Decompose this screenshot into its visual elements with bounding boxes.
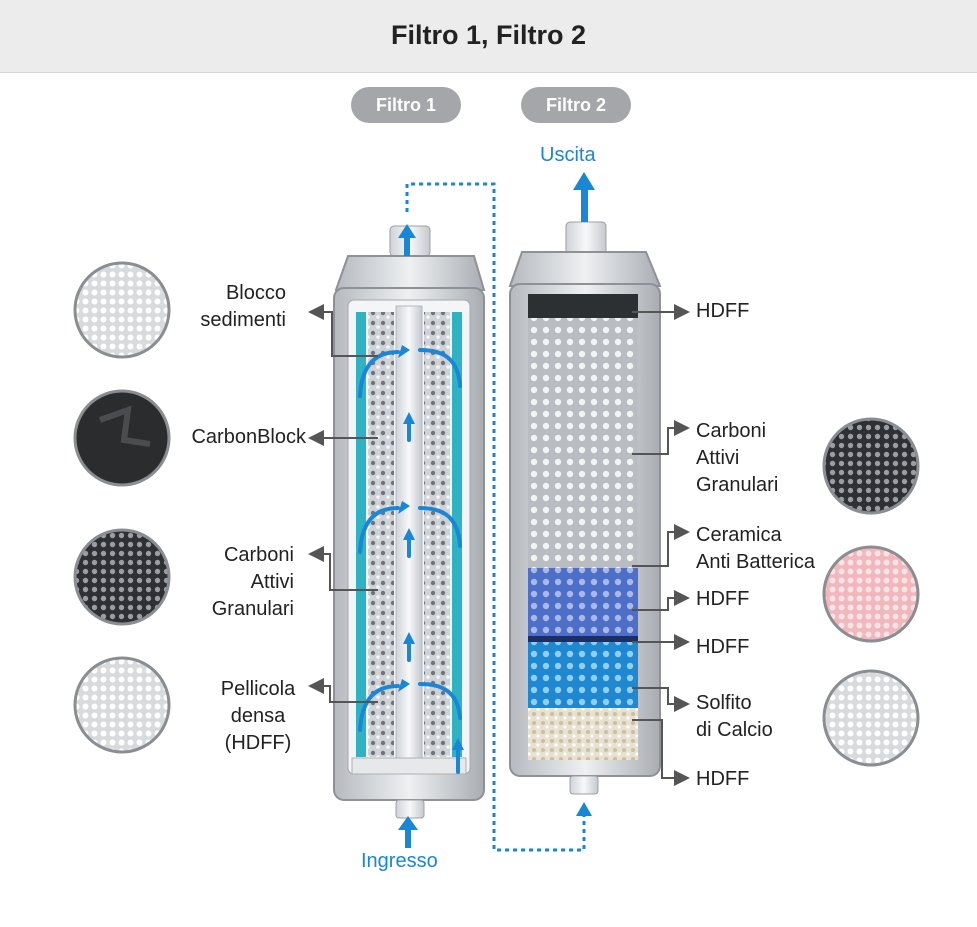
hdff-label-2: HDFF: [696, 588, 750, 610]
sediment-sample-icon: [73, 261, 171, 359]
hdff-layer: [528, 294, 638, 318]
antibacterial-ceramic-sample-icon: [822, 545, 920, 643]
leader-lines: [308, 304, 690, 786]
granular-carbon-label-f2: Carboni Attivi Granulari: [696, 420, 779, 496]
granular-carbon-layer: [528, 318, 638, 568]
hdff-dense-film-label: Pellicola densa (HDFF): [220, 678, 296, 754]
hdff-sample-icon: [73, 656, 171, 754]
hdff-cyan-layer: [528, 642, 638, 708]
flow-connector: [398, 172, 595, 852]
inlet-label: Ingresso: [361, 850, 438, 872]
granular-carbon-label-f1: Carboni Attivi Granulari: [211, 544, 294, 620]
filter1-tab: Filtro 1: [351, 87, 461, 123]
hdff-label-4: HDFF: [696, 768, 750, 790]
page-title: Filtro 1, Filtro 2: [390, 20, 586, 50]
hdff-label-3: HDFF: [696, 636, 750, 658]
sediment-block-label: Blocco sedimenti: [200, 282, 286, 331]
filter1-cartridge: [333, 225, 486, 819]
calcium-sulfite-sample-icon: [822, 669, 920, 767]
granular-carbon-sample-icon: [73, 528, 171, 626]
filter2-cartridge: [508, 221, 662, 795]
antibacterial-ceramic-label: Ceramica Anti Batterica: [696, 524, 815, 573]
outlet-label: Uscita: [540, 144, 596, 166]
filter2-tab: Filtro 2: [521, 87, 631, 123]
ceramic-layer: [528, 568, 638, 636]
hdff-label-1: HDFF: [696, 300, 750, 322]
calcium-sulfite-layer: [528, 708, 638, 760]
carbon-block-sample-icon: [73, 389, 171, 487]
header-bar: [0, 0, 977, 73]
carbon-block-label: CarbonBlock: [191, 426, 306, 448]
calcium-sulfite-label: Solfito di Calcio: [696, 692, 773, 741]
granular-carbon-sample-icon: [822, 417, 920, 515]
